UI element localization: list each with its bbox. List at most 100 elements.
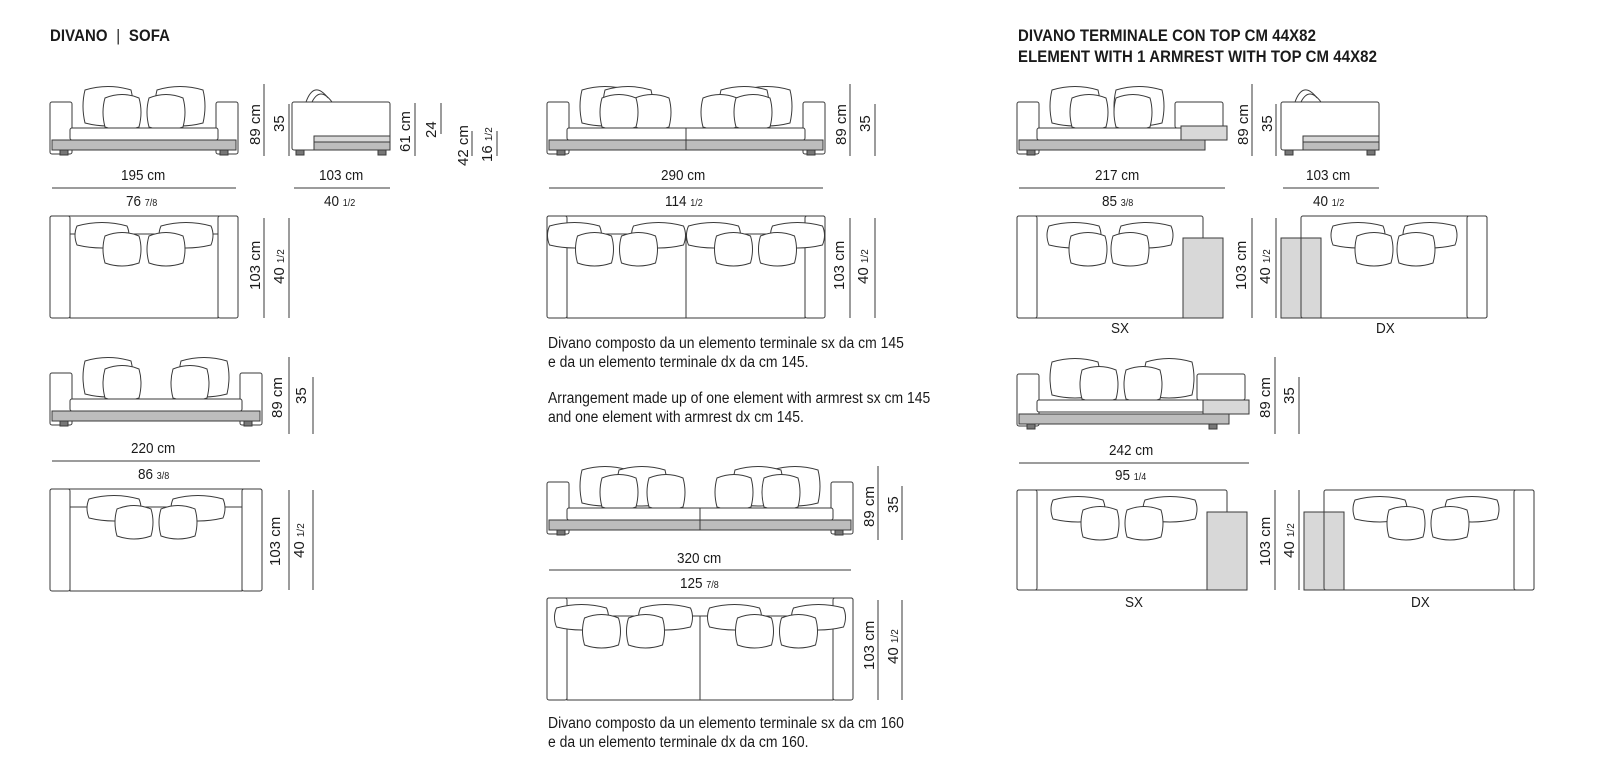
sofa-220-top-cushion-front-0a [114, 505, 154, 540]
dim-220-cm: 220 cm [131, 440, 176, 457]
term-217-base [1018, 139, 1206, 151]
sofa-195-top-cushion-front-0a [102, 232, 142, 267]
sofa-195-front-front-cushion-2 [146, 94, 186, 131]
sofa-320-front-front-cushion-4 [714, 474, 754, 511]
dim-195-h89: 89 cm [247, 104, 264, 145]
heading-sofa: SOFA [128, 26, 170, 45]
dim-side-h42: 42 cm [455, 125, 472, 166]
dim-290-d40: 40 1/2 [855, 249, 872, 284]
dim-242-d40-whole: 40 [1281, 541, 1298, 558]
dim-290-h35: 35 [857, 115, 874, 132]
sofa-290-front-front-cushion-1 [599, 94, 639, 131]
dim-side-h61: 61 cm [397, 111, 414, 152]
dim-320-in-whole: 125 [680, 575, 703, 592]
dim-side-terminal-103-in: 40 1/2 [1313, 194, 1344, 209]
sofa-220-front-base [51, 410, 261, 422]
term-242-front-cushion-2 [1123, 366, 1163, 403]
sofa-195-front-seat [69, 127, 219, 141]
term-242-base [1018, 413, 1230, 425]
term-242-sx-arm [1016, 489, 1038, 591]
heading-terminal-it: DIVANO TERMINALE CON TOP CM 44X82 [1018, 26, 1317, 45]
term-242-dx-arm [1513, 489, 1535, 591]
sofa-290-front-front-cushion-2 [733, 94, 773, 131]
sofa-290-front-foot-right [806, 149, 816, 156]
dim-242-h35: 35 [1281, 387, 1298, 404]
dim-242-d103: 103 cm [1257, 516, 1274, 566]
dim-side-h24: 24 [423, 121, 440, 138]
dim-242-cm: 242 cm [1109, 442, 1154, 459]
term-side-base [1302, 141, 1380, 151]
sofa-195-front-base [51, 139, 237, 151]
sofa-220-top-arm-right [241, 488, 263, 592]
dim-290-d103: 103 cm [831, 240, 848, 290]
dim-220-d40: 40 1/2 [291, 523, 308, 558]
label-242-sx: SX [1125, 594, 1144, 611]
sofa-320-front-front-cushion-2 [761, 474, 801, 511]
dim-195-d103: 103 cm [247, 240, 264, 290]
note-290-it: Divano composto da un elemento terminale… [548, 334, 904, 372]
dim-217-h35: 35 [1259, 115, 1276, 132]
sofa-290-top-cushion-front-0b [619, 232, 658, 267]
dim-217-d103: 103 cm [1233, 240, 1250, 290]
dim-320-cm: 320 cm [677, 550, 722, 567]
note-290-en-line2: and one element with armrest dx cm 145. [548, 409, 804, 426]
dim-290-d40-frac: 1/2 [860, 249, 871, 264]
term-242-seat [1036, 399, 1228, 413]
term-side-seat-top [1302, 135, 1380, 143]
dim-217-in-frac: 3/8 [1120, 198, 1134, 209]
dim-217-d40-whole: 40 [1257, 267, 1274, 284]
dim-side-103-in: 40 1/2 [324, 194, 355, 209]
term-217-sx-c3 [1068, 232, 1108, 267]
sofa-220-top-arm-left [49, 488, 71, 592]
dim-side-terminal-103-in-frac: 1/2 [1331, 198, 1345, 209]
term-217-top [1180, 125, 1228, 141]
sofa-220-front-foot-left [59, 420, 69, 427]
term-side-cushion-2 [1300, 93, 1322, 103]
sofa-195-front-foot-left [59, 149, 69, 156]
dim-290-in: 114 1/2 [665, 194, 703, 209]
term-217-dx-c4 [1396, 232, 1436, 267]
sofa-195-top-cushion-front-0b [146, 232, 186, 267]
term-217-sx-arm [1016, 215, 1038, 319]
dim-320-h89: 89 cm [861, 486, 878, 527]
dim-290-h89: 89 cm [833, 104, 850, 145]
dim-220-in: 86 3/8 [138, 467, 169, 482]
sofa-320-front-foot-left [556, 529, 566, 536]
sofa-side-foot [295, 149, 305, 156]
sofa-195-front-front-cushion-1 [102, 94, 142, 131]
term-242-sx-top [1206, 511, 1248, 591]
heading-divano: DIVANO [50, 26, 108, 45]
sofa-290-top-cushion-front-1a [714, 232, 753, 267]
sofa-320-top-cushion-front-1b [779, 614, 818, 649]
dim-217-cm: 217 cm [1095, 167, 1140, 184]
dim-242-in-frac: 1/4 [1133, 472, 1147, 483]
note-290-it-line2: e da un elemento terminale dx da cm 145. [548, 354, 809, 371]
term-217-front-cushion-2 [1113, 94, 1153, 131]
sofa-290-top-cushion-front-0a [575, 232, 614, 267]
sofa-220-front-front-cushion-2 [170, 365, 210, 402]
note-320-it-line1: Divano composto da un elemento terminale… [548, 715, 904, 732]
term-242-dx-c3 [1386, 506, 1426, 541]
term-217-sx-top [1182, 237, 1224, 319]
dim-side-terminal-103-cm: 103 cm [1306, 167, 1351, 184]
dim-220-h35: 35 [293, 387, 310, 404]
dim-290-d40-whole: 40 [855, 267, 872, 284]
sofa-195-top-arm-right [217, 215, 239, 319]
dim-195-in-frac: 7/8 [144, 198, 158, 209]
sofa-195-top-arm-left [49, 215, 71, 319]
sofa-320-top-cushion-front-0a [582, 614, 621, 649]
heading-terminal-en: ELEMENT WITH 1 ARMREST WITH TOP CM 44X82 [1018, 47, 1377, 66]
dim-290-in-whole: 114 [665, 193, 687, 210]
dim-217-in-whole: 85 [1102, 193, 1118, 210]
term-242-dx-c4 [1430, 506, 1470, 541]
term-217-dx-arm [1466, 215, 1488, 319]
dim-242-in: 95 1/4 [1115, 468, 1146, 483]
sofa-220-top-cushion-front-0b [158, 505, 198, 540]
sofa-290-front-foot-left [556, 149, 566, 156]
dim-320-h35: 35 [885, 496, 902, 513]
dim-side-terminal-103-in-whole: 40 [1313, 193, 1329, 210]
term-217-foot [1026, 149, 1036, 156]
sofa-320-front-front-cushion-3 [646, 474, 686, 511]
dim-320-in-frac: 7/8 [706, 580, 719, 591]
term-242-front-cushion-1 [1079, 366, 1119, 403]
